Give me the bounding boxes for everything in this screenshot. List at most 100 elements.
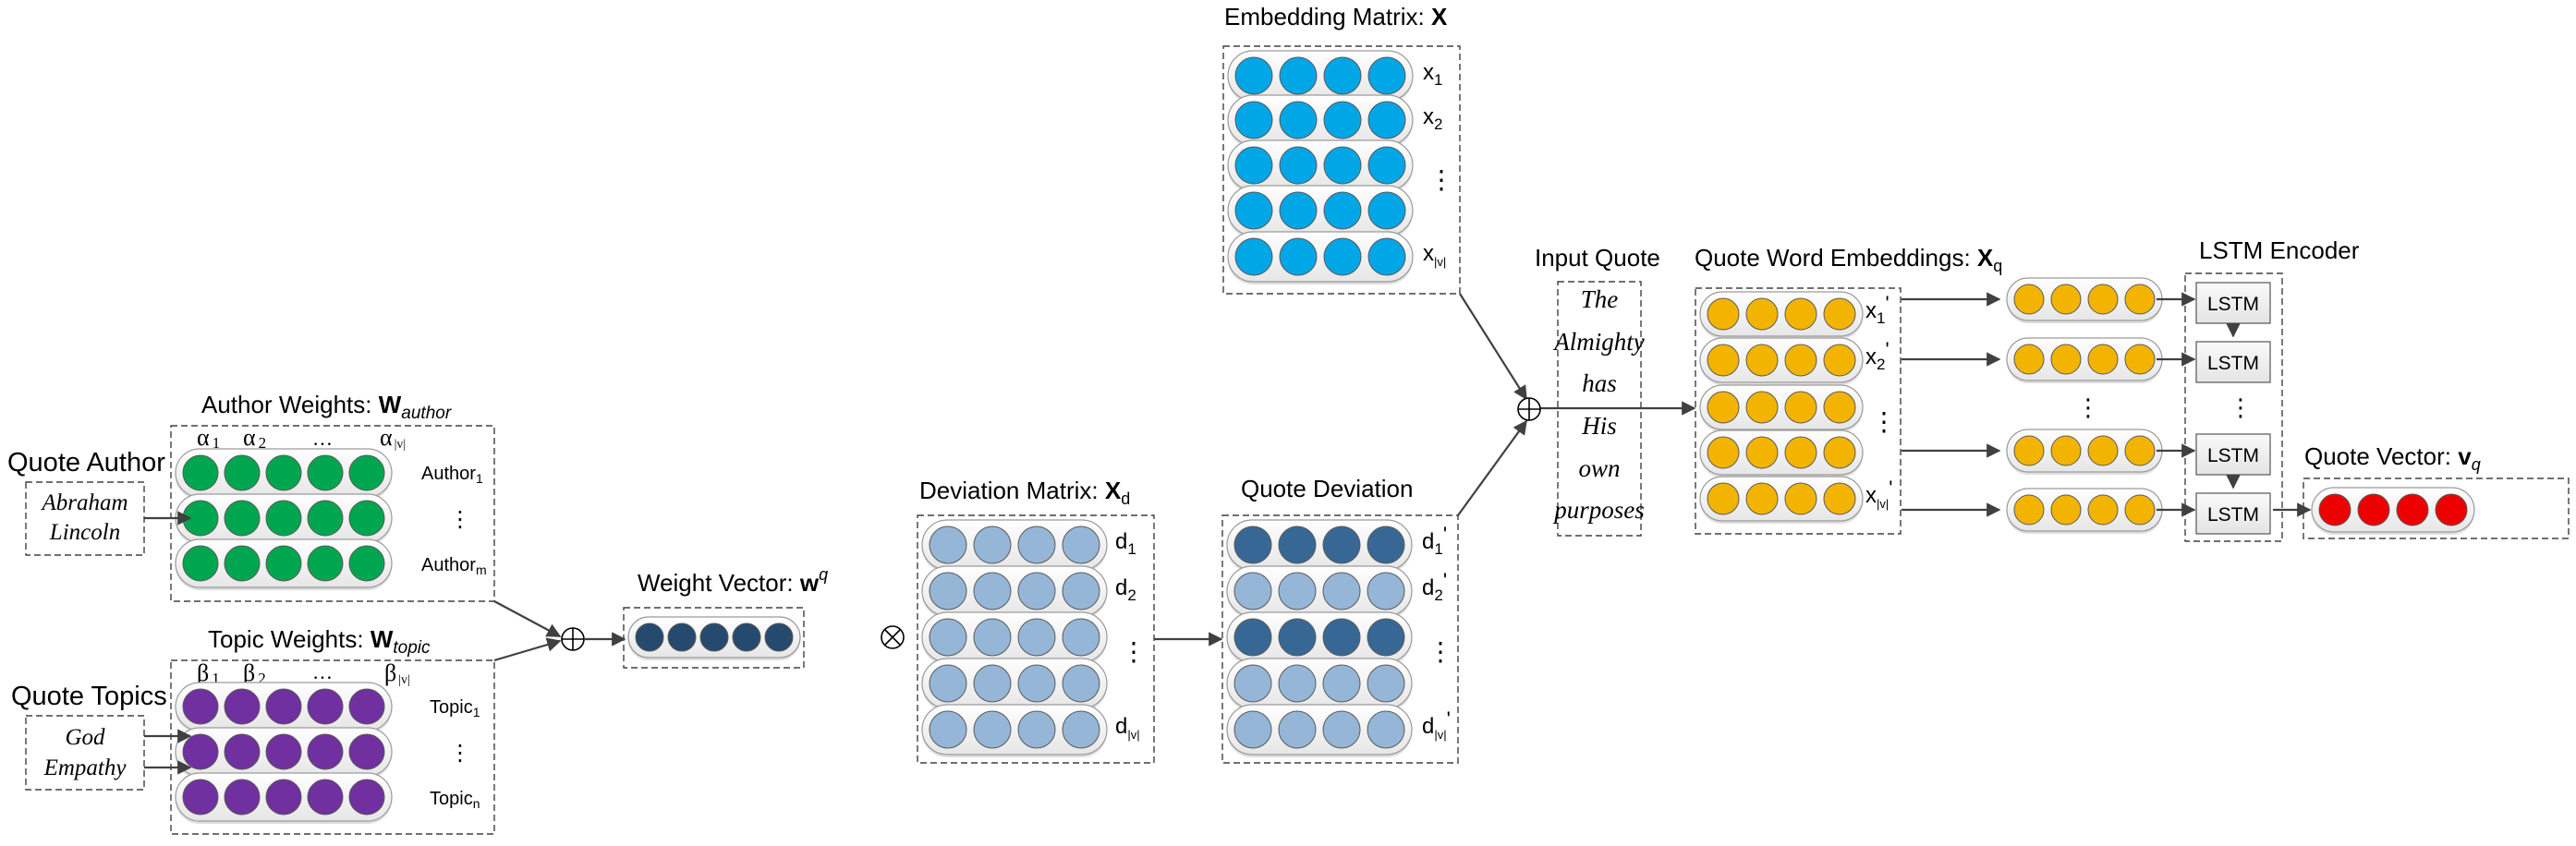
embedding-row [1227,231,1414,284]
vector-unit [1784,436,1817,469]
vector-unit [1322,526,1361,564]
deviation-row [921,704,1108,757]
quote-word: has [1582,369,1617,397]
vector-unit [1367,146,1406,185]
arrow-topic-to-sum [493,637,562,662]
deviation_matrix-row-label: d2 [1115,575,1136,604]
vector-unit [1322,664,1361,703]
topic-col-label: β|v| [384,659,410,687]
vector-unit [2124,344,2156,375]
vector-unit [667,622,697,652]
topic-row-label: ⋮ [449,741,471,766]
vector-unit [2124,494,2156,526]
vector-unit [1233,618,1272,657]
author-row-label: Author1 [421,464,483,486]
vector-unit [929,710,967,749]
vector-unit [1278,664,1317,703]
embedding_matrix-row-label: x1 [1423,60,1442,89]
lstm-cell: LSTM [2195,341,2271,383]
vector-pill [1699,337,1864,383]
quote-word: The [1581,285,1619,313]
vector-unit [1322,710,1361,749]
vector-pill [1699,384,1864,430]
vector-unit [307,779,344,816]
topic-row [175,727,393,779]
topic-row [175,682,393,733]
vector-unit [224,454,261,491]
sum-operator-1 [561,627,585,651]
vector-unit [929,526,967,564]
quote-author-title: Quote Author [7,448,165,477]
vector-unit [1823,482,1856,515]
vector-unit [1323,191,1362,230]
author-col-label: … [312,427,333,450]
arrow-embedding-to-sum [1459,293,1527,401]
vector-unit [2396,493,2429,526]
quote-topics-title: Quote Topics [11,682,167,711]
input-quote-words: The Almighty has His own purposes [1552,285,1645,524]
author-row-label: ⋮ [449,507,471,532]
embedding-row [1227,94,1414,148]
vector-unit [2013,435,2045,466]
quote_word_embeddings-row-label: x2' [1865,338,1889,373]
vector-pill [2311,487,2475,533]
vector-unit [1323,237,1362,276]
vector-unit [1367,664,1405,703]
encoded-vector-ellipsis: ⋮ [2076,393,2100,421]
quote_word_embeddings-row-ellipsis: ⋮ [1871,407,1897,436]
vector-unit [1234,101,1273,139]
deviation-row [921,611,1108,665]
vector-unit [1233,526,1272,564]
lstm-encoder-title: LSTM Encoder [2199,236,2360,264]
lstm-cell-label: LSTM [2207,294,2259,315]
vector-unit [1278,572,1317,610]
quote-author-line-1: Abraham [40,490,128,515]
vector-unit [265,688,302,725]
author-row [175,493,393,545]
quote-vector-row [2311,487,2475,535]
vector-unit [182,545,219,582]
encoded-word-row [2006,337,2163,383]
vector-unit [1707,344,1740,377]
vector-unit [224,545,261,582]
weight-vector-row [627,616,801,660]
quote-deviation-row [1226,658,1413,711]
topic-col-label: … [312,660,333,683]
quote-deviation-row [1226,565,1413,619]
author-row-labels: Author1 ⋮ Authorm [421,464,487,577]
vector-unit [1062,618,1100,657]
vector-unit [1367,710,1405,749]
quote_word_embeddings-row-label: x|v|' [1865,477,1892,511]
vector-unit [2050,344,2082,375]
vector-unit [1062,710,1100,749]
quote-vector-title: Quote Vector: vq [2304,442,2481,474]
vector-unit [635,622,664,652]
vector-unit [182,779,219,816]
deviation_matrix-row-ellipsis: ⋮ [1121,637,1147,666]
vector-unit [1234,237,1273,276]
lstm-cell-label: LSTM [2207,445,2259,466]
quote-topic-line-1: God [65,725,105,750]
quote-word-embeddings-title: Quote Word Embeddings: Xq [1695,244,2002,275]
vector-unit [1233,572,1272,610]
word-embedding-row [1699,337,1864,385]
quote_word_embeddings-row-label: x1' [1865,292,1889,327]
matrix-row-labels: d1d2⋮d|v|d1'd2'⋮d|v|'x1x2⋮x|v|x1'x2'⋮x|v… [1115,60,1897,742]
lstm-cell: LSTM [2195,282,2271,324]
vector-pill [1699,429,1864,476]
lstm-ellipsis: ⋮ [2229,393,2253,421]
vector-unit [2087,344,2119,375]
quote-deviation-row [1226,704,1413,757]
vector-unit [1784,391,1817,424]
embedding-row [1227,50,1414,103]
topic-row-label: Topicn [430,789,480,811]
vector-unit [1707,436,1740,469]
deviation_matrix-row-label: d1 [1115,529,1136,558]
deviation-row [921,565,1108,619]
vector-unit [1017,526,1056,564]
